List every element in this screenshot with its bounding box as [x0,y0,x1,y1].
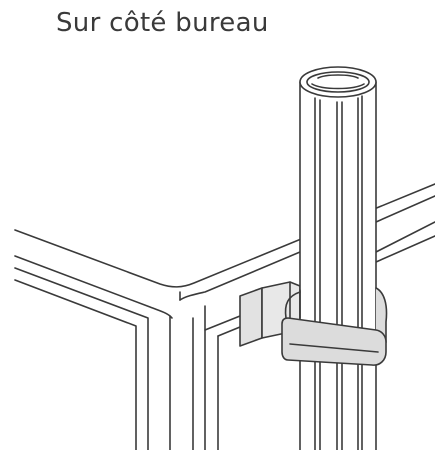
pole-top-inner-detail [311,83,365,90]
desk-side-panel [204,315,241,331]
desk-side-edge [375,195,435,223]
pole-top-inner [306,71,370,93]
desk-top-edge [14,183,435,288]
strap-drawing [281,287,388,366]
instruction-title: Sur côté bureau [56,8,269,38]
desk-front-panel [14,267,149,450]
pole-drawing [299,66,377,450]
pole-top-inner-detail [317,74,359,79]
strap-front [281,317,387,366]
strap-front-highlight [289,343,379,353]
clamp-block [239,287,263,347]
strap-left-edge [284,291,301,319]
desk-front-panel [14,279,137,450]
desk-side-panel [217,326,241,337]
pole-body [300,80,376,450]
desk-side-edge [375,221,435,253]
desk-side-edge [375,235,435,263]
desk-side-lower-edge [179,251,301,301]
